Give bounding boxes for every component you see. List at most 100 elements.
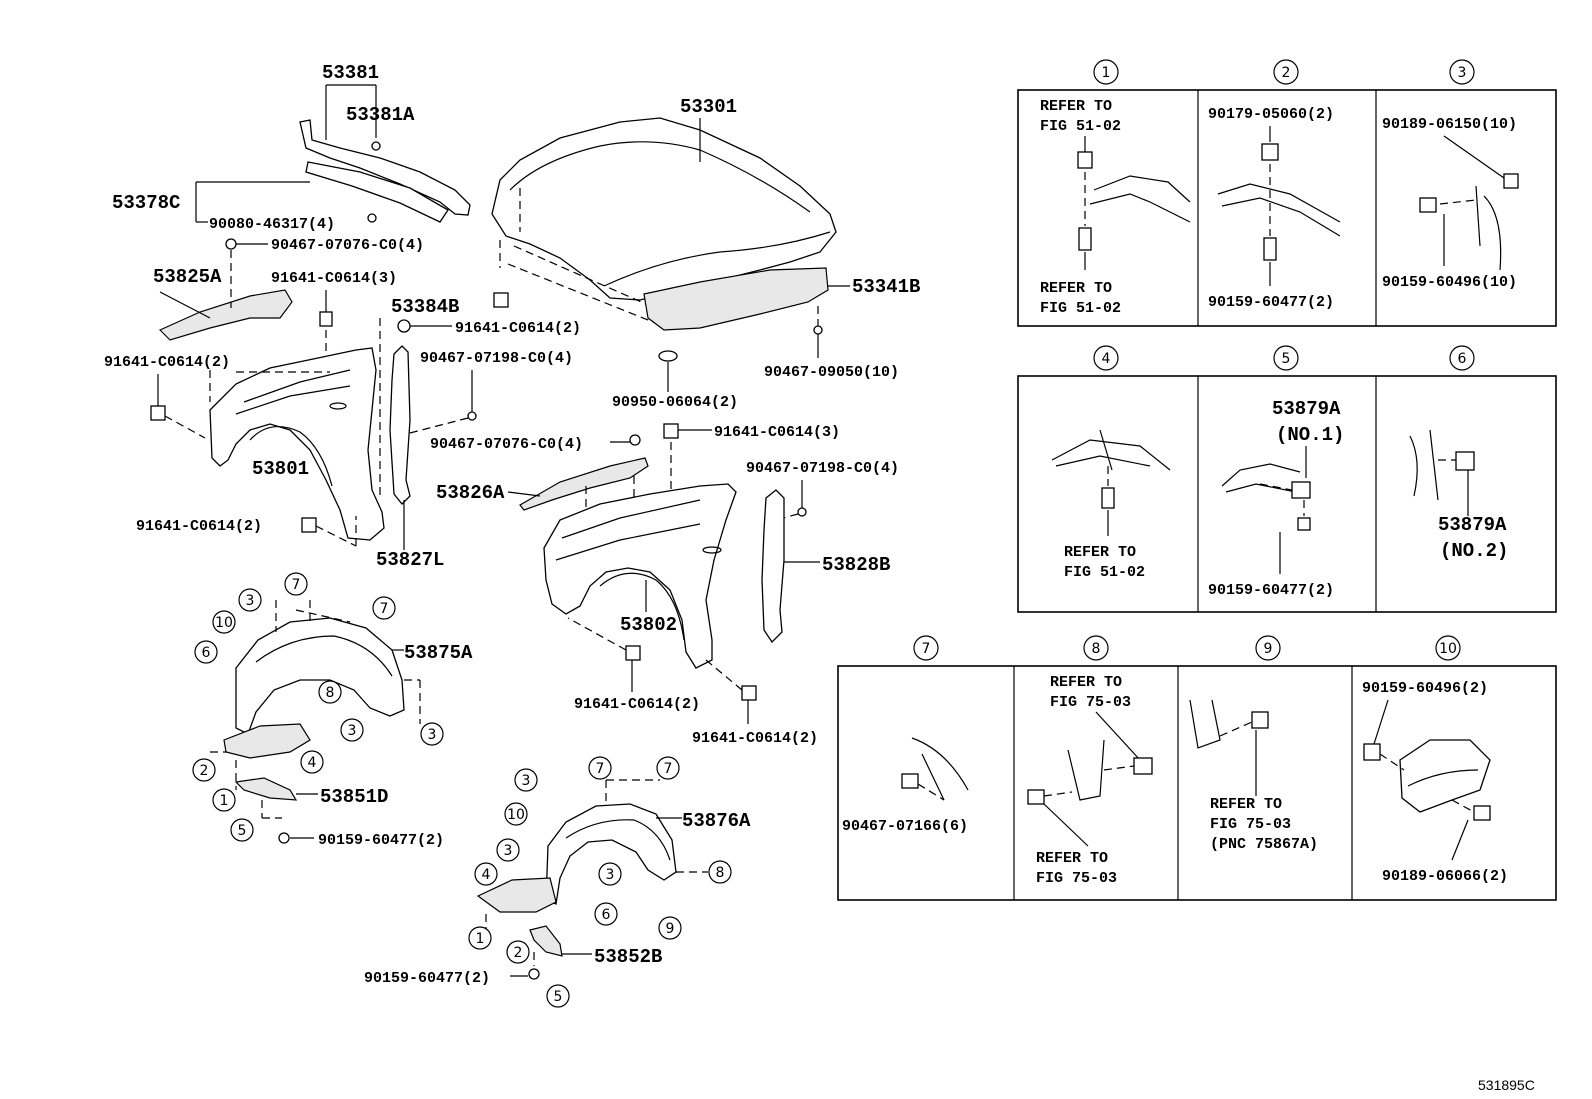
svg-text:(NO.2): (NO.2) [1440,540,1508,562]
svg-text:1: 1 [1102,65,1111,81]
hood-seal-group [195,84,471,250]
svg-text:7: 7 [596,761,605,777]
detail-3: 3 90189-06150(10) 90159-60496(10) [1382,59,1519,291]
svg-text:REFER TO: REFER TO [1210,796,1282,813]
detail-row-3 [837,665,1557,901]
label-53827L: 53827L [376,549,444,571]
svg-text:8: 8 [326,685,335,701]
callout-3: 3 [340,718,364,742]
svg-text:8: 8 [716,865,725,881]
label-53851D: 53851D [320,786,388,808]
svg-text:1: 1 [476,931,485,947]
callout-5: 5 [546,984,570,1008]
svg-text:1: 1 [220,793,229,809]
callout-8: 8 [318,680,342,704]
callout-7: 7 [588,756,612,780]
svg-text:FIG 51-02: FIG 51-02 [1064,564,1145,581]
svg-text:7: 7 [380,601,389,617]
svg-text:90159-60496(10): 90159-60496(10) [1382,274,1517,291]
detail-4: 4 REFER TO FIG 51-02 [1051,345,1171,581]
callout-2: 2 [506,940,530,964]
callout-7: 7 [372,596,396,620]
svg-text:5: 5 [1282,351,1291,367]
label-53384B: 53384B [391,296,459,318]
part-53851D-bracket [234,777,298,801]
part-53827L-bracket [389,345,411,505]
callout-1: 1 [212,788,236,812]
callout-10: 10 [212,610,236,634]
part-53301-hood [491,117,837,301]
svg-text:5: 5 [554,989,563,1005]
part-53801-fender [209,347,385,541]
svg-text:3: 3 [246,593,255,609]
figure-code: 531895C [1478,1077,1535,1093]
svg-text:53879A: 53879A [1438,514,1507,536]
label-53381A: 53381A [346,104,415,126]
part-53875A-liner [235,617,405,735]
label-53825A: 53825A [153,266,222,288]
callout-2: 2 [192,758,216,782]
label-91641-C0614-2d: 91641-C0614(2) [574,696,700,713]
detail-8: 8 REFER TO FIG 75-03 REFER TO FIG 75-03 [1027,635,1153,887]
part-53381-seal [299,119,471,216]
svg-text:7: 7 [664,761,673,777]
svg-text:10: 10 [507,807,525,823]
label-91641-C0614-3a: 91641-C0614(3) [271,270,397,287]
label-90467-07198-a: 90467-07198-C0(4) [420,350,573,367]
svg-text:3: 3 [504,843,513,859]
label-91641-C0614-2c: 91641-C0614(2) [136,518,262,535]
callout-5: 5 [230,818,254,842]
svg-text:REFER TO: REFER TO [1036,850,1108,867]
svg-text:3: 3 [1458,65,1467,81]
part-53876A-liner [545,803,677,905]
svg-text:90159-60477(2): 90159-60477(2) [1208,582,1334,599]
label-90950-06064: 90950-06064(2) [612,394,738,411]
liner-callouts: 3 7 10 7 6 8 3 3 4 2 1 5 3 7 7 10 3 4 3 … [192,572,732,1008]
svg-text:53879A: 53879A [1272,398,1341,420]
label-53826A: 53826A [436,482,505,504]
callout-8: 8 [708,860,732,884]
svg-text:FIG 51-02: FIG 51-02 [1040,300,1121,317]
label-53801: 53801 [252,458,309,480]
callout-4: 4 [300,750,324,774]
detail-2: 2 90179-05060(2) 90159-60477(2) [1208,59,1341,311]
label-53876A: 53876A [682,810,751,832]
svg-text:4: 4 [308,755,317,771]
svg-text:4: 4 [1102,351,1111,367]
part-53825A-bracket [158,289,293,341]
callout-4: 4 [474,862,498,886]
label-53381: 53381 [322,62,379,84]
svg-text:10: 10 [215,615,233,631]
svg-text:90467-07166(6): 90467-07166(6) [842,818,968,835]
svg-text:REFER TO: REFER TO [1064,544,1136,561]
svg-text:6: 6 [1458,351,1467,367]
svg-text:3: 3 [428,727,437,743]
label-53828B: 53828B [822,554,890,576]
label-91641-C0614-2b: 91641-C0614(2) [455,320,581,337]
svg-text:9: 9 [1264,641,1273,657]
callout-7: 7 [284,572,308,596]
svg-text:FIG 75-03: FIG 75-03 [1036,870,1117,887]
svg-text:7: 7 [922,641,931,657]
part-53828B-bracket [761,489,785,644]
detail-7: 7 90467-07166(6) [842,635,969,835]
svg-text:8: 8 [1092,641,1101,657]
svg-text:FIG 75-03: FIG 75-03 [1050,694,1131,711]
svg-text:FIG 75-03: FIG 75-03 [1210,816,1291,833]
callout-3: 3 [514,768,538,792]
svg-text:10: 10 [1439,641,1457,657]
svg-text:3: 3 [606,867,615,883]
svg-text:6: 6 [202,645,211,661]
label-90159-60477-b: 90159-60477(2) [364,970,490,987]
detail-10: 10 90159-60496(2) 90189-06066(2) [1362,635,1508,885]
detail-6: 6 53879A (NO.2) [1409,345,1508,562]
svg-text:FIG 51-02: FIG 51-02 [1040,118,1121,135]
svg-text:90159-60496(2): 90159-60496(2) [1362,680,1488,697]
label-90467-07198-b: 90467-07198-C0(4) [746,460,899,477]
label-90159-60477-a: 90159-60477(2) [318,832,444,849]
callout-3: 3 [238,588,262,612]
detail-5: 5 53879A (NO.1) 90159-60477(2) [1208,345,1344,599]
svg-text:(NO.1): (NO.1) [1276,424,1344,446]
detail-9: 9 REFER TO FIG 75-03 (PNC 75867A) [1189,635,1318,853]
